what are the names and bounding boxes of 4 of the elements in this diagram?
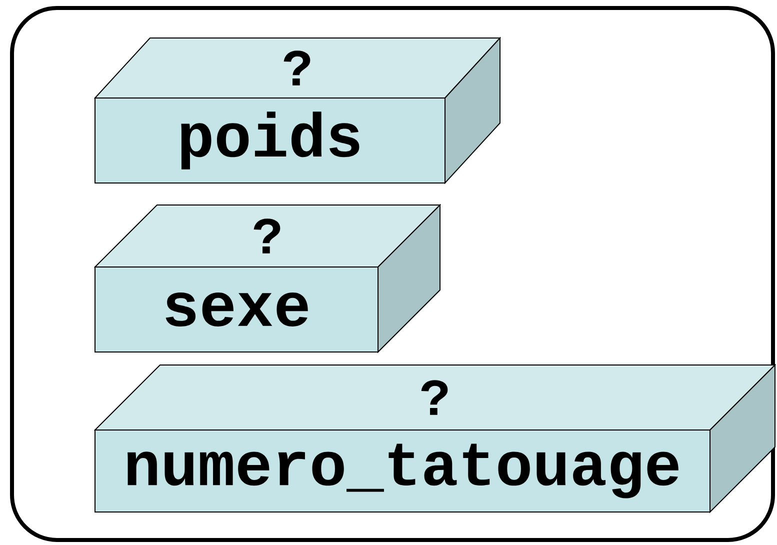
node-label: ?: [421, 380, 448, 415]
node-label: ?: [284, 50, 310, 86]
rounded-frame: [10, 6, 775, 542]
node-label: ?: [254, 218, 280, 254]
